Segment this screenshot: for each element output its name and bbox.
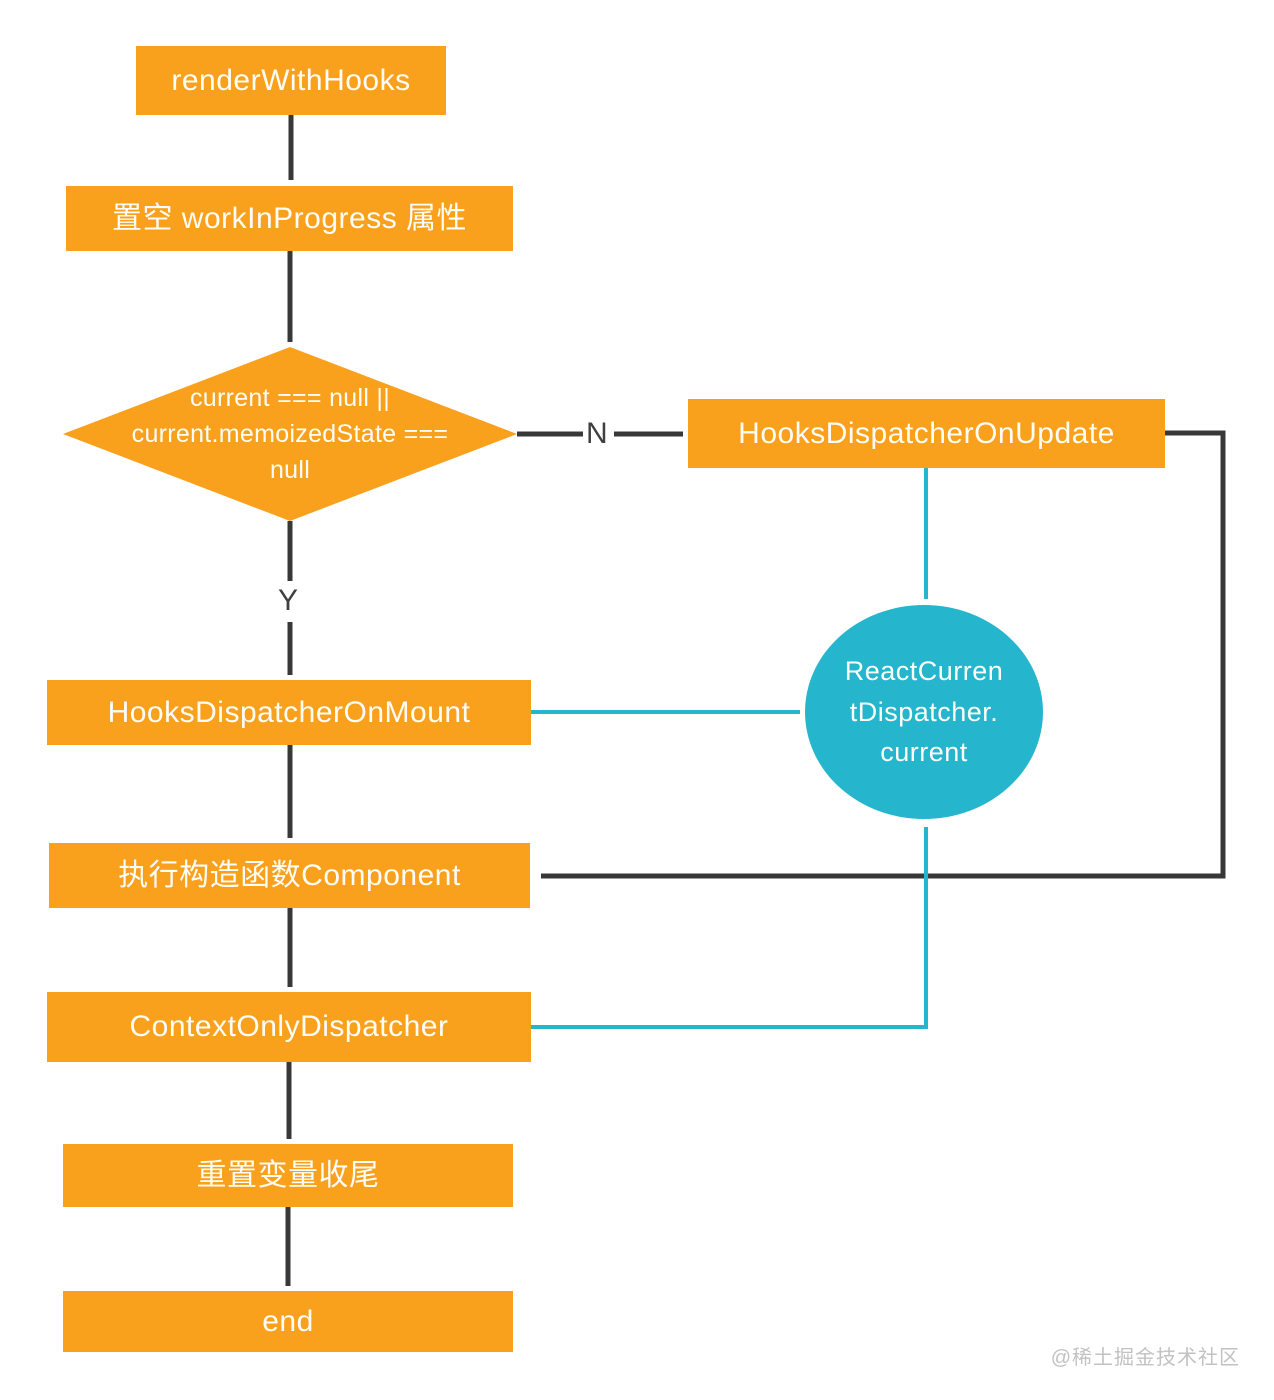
flow-node-hooks-dispatcher-on-update: HooksDispatcherOnUpdate <box>688 399 1165 468</box>
dispatcher-line-3: current <box>880 737 968 768</box>
flow-node-label: HooksDispatcherOnUpdate <box>738 416 1115 450</box>
flow-node-reset-variables: 重置变量收尾 <box>63 1144 513 1207</box>
flow-node-label: ContextOnlyDispatcher <box>129 1010 449 1044</box>
flow-node-hooks-dispatcher-on-mount: HooksDispatcherOnMount <box>47 680 531 745</box>
flow-node-label: 执行构造函数Component <box>118 858 461 892</box>
flow-node-react-current-dispatcher: ReactCurren tDispatcher. current <box>805 605 1043 819</box>
flow-node-context-only-dispatcher: ContextOnlyDispatcher <box>47 992 531 1062</box>
connector-update-to-run <box>541 430 1226 879</box>
flow-node-render-with-hooks: renderWithHooks <box>136 46 446 115</box>
connector-context-to-dispatcher-current <box>531 827 928 1029</box>
edge-label-yes: Y <box>278 584 299 617</box>
condition-line-1: current === null || <box>189 383 391 412</box>
flow-node-label: end <box>262 1304 314 1338</box>
flow-node-run-component-constructor: 执行构造函数Component <box>49 843 530 908</box>
condition-line-3: null <box>269 456 311 485</box>
flow-node-end: end <box>63 1291 513 1352</box>
dispatcher-line-2: tDispatcher. <box>849 696 999 727</box>
watermark: @稀土掘金技术社区 <box>1050 1347 1240 1369</box>
flow-node-label: 重置变量收尾 <box>196 1158 380 1192</box>
flow-node-label: 置空 workInProgress 属性 <box>111 201 468 235</box>
dispatcher-line-1: ReactCurren <box>844 656 1004 687</box>
condition-line-2: current.memoizedState === <box>131 419 449 448</box>
edge-label-no: N <box>586 417 608 450</box>
flow-node-clear-work-in-progress: 置空 workInProgress 属性 <box>66 186 513 251</box>
flow-node-label: renderWithHooks <box>171 63 411 97</box>
flow-node-label: HooksDispatcherOnMount <box>107 695 471 729</box>
